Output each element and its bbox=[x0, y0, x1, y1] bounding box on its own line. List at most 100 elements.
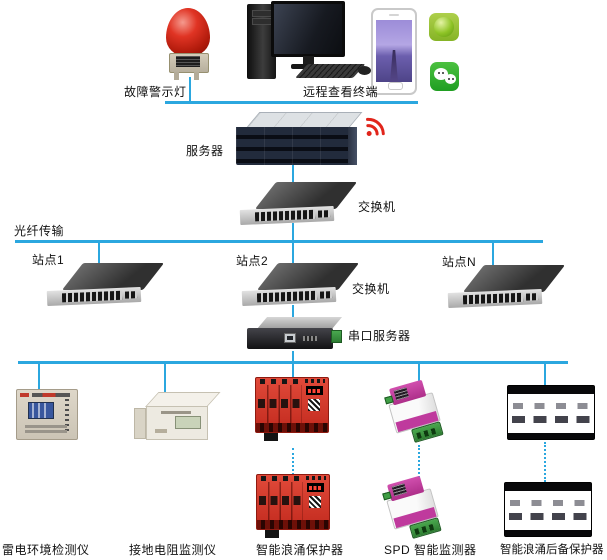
server-switch-link bbox=[292, 164, 294, 183]
site1-drop-line bbox=[98, 243, 100, 266]
ground-resistance-monitor-icon bbox=[132, 392, 221, 442]
spd-terminals bbox=[305, 379, 325, 383]
fault-light-label: 故障警示灯 bbox=[124, 85, 187, 99]
remote-terminal-label: 远程查看终端 bbox=[303, 85, 379, 99]
siteN-switch-icon bbox=[447, 265, 566, 310]
beacon-base bbox=[169, 53, 209, 73]
detector-drop-line bbox=[38, 364, 40, 390]
spd-dotted-link bbox=[292, 448, 294, 475]
switch-top-face bbox=[255, 182, 358, 209]
switch-ports bbox=[254, 209, 316, 222]
monitor-button bbox=[155, 429, 167, 433]
backup-protector-label: 智能浪涌后备保护器 bbox=[500, 544, 604, 556]
beacon-label-plate bbox=[176, 56, 200, 67]
chat-app-bubble bbox=[434, 17, 454, 37]
site2-drop-line bbox=[292, 243, 294, 265]
beacon-link-line bbox=[189, 77, 191, 102]
backup-label-row bbox=[513, 403, 593, 409]
switch-serial-link bbox=[292, 305, 294, 318]
tower-drive-bay bbox=[252, 10, 272, 17]
smartphone-icon bbox=[371, 8, 417, 95]
spd-monitor-dotted-link bbox=[418, 445, 420, 478]
switch-front-face bbox=[447, 288, 543, 309]
detector-title-strip bbox=[32, 393, 70, 397]
detector-text-line bbox=[25, 425, 67, 428]
spd-digital-display bbox=[307, 483, 324, 492]
monitor-icon bbox=[271, 1, 345, 57]
site2-switch-icon bbox=[241, 263, 360, 308]
ground-monitor-drop-line bbox=[164, 364, 166, 393]
alarm-beacon-icon bbox=[163, 8, 213, 80]
spd-base-strip bbox=[256, 423, 328, 432]
spd-digital-display bbox=[306, 386, 323, 395]
switch-top-face bbox=[62, 263, 165, 290]
wechat-eye bbox=[438, 72, 440, 74]
detector-logo bbox=[20, 393, 29, 397]
monitor-display bbox=[393, 387, 409, 401]
monitor-display bbox=[391, 483, 407, 497]
beacon-dome bbox=[166, 8, 210, 56]
monitor-screen bbox=[274, 4, 342, 54]
spd-terminals bbox=[260, 379, 302, 384]
server-label: 服务器 bbox=[186, 144, 224, 158]
server-end-cap bbox=[348, 127, 357, 165]
spd-terminals bbox=[261, 476, 303, 481]
server-top-face bbox=[246, 112, 363, 128]
backup-top-strip bbox=[505, 483, 591, 491]
surge-protector-icon-2 bbox=[256, 474, 330, 540]
server-front-face bbox=[236, 127, 354, 165]
fiber-label: 光纤传输 bbox=[14, 224, 65, 238]
chat-app-icon bbox=[429, 13, 459, 41]
tower-drive-bay bbox=[252, 18, 272, 25]
wechat-eye bbox=[442, 72, 444, 74]
detector-led-column bbox=[65, 399, 69, 431]
fiber-bus-line bbox=[15, 240, 543, 243]
wifi-icon bbox=[354, 106, 396, 148]
backup-bottom-strip bbox=[505, 530, 591, 536]
spd-smart-monitor-icon-1 bbox=[382, 376, 453, 453]
beacon-leg bbox=[194, 72, 199, 80]
surge-protector-icon-1 bbox=[255, 377, 329, 443]
wechat-bubble-small bbox=[445, 74, 456, 84]
server-icon bbox=[236, 112, 363, 167]
siteN-drop-line bbox=[492, 243, 494, 267]
switch-front-face bbox=[239, 205, 335, 226]
switch-ports bbox=[462, 292, 524, 305]
phone-home-button bbox=[388, 82, 403, 90]
switch-fiber-link bbox=[292, 223, 294, 241]
terminal-holes bbox=[416, 427, 440, 439]
beacon-leg bbox=[174, 72, 179, 80]
monitor-text-line bbox=[161, 411, 191, 414]
spd-qr-code bbox=[308, 399, 320, 411]
spd-qr-code bbox=[309, 496, 321, 508]
monitor-lcd bbox=[175, 416, 201, 429]
phone-wallpaper-pier bbox=[390, 50, 398, 82]
mouse-icon bbox=[358, 66, 371, 75]
monitor-stand bbox=[303, 56, 314, 65]
switch-uplink-ports bbox=[317, 210, 331, 218]
lightning-detector-label: 雷电环境检测仪 bbox=[2, 543, 90, 557]
keyboard-icon bbox=[295, 64, 366, 78]
monitor-top-face bbox=[145, 392, 221, 407]
switch-ports bbox=[256, 290, 318, 303]
backup-protector-icon-1 bbox=[507, 385, 595, 440]
spd-monitor-label: SPD 智能监测器 bbox=[384, 543, 477, 557]
wechat-eye bbox=[448, 78, 450, 80]
switch-ports bbox=[61, 290, 123, 303]
backup-top-strip bbox=[508, 386, 594, 394]
backup-label-row bbox=[510, 500, 590, 506]
phone-screen bbox=[376, 20, 412, 82]
switch-uplink-ports bbox=[319, 291, 333, 299]
site1-label: 站点1 bbox=[32, 253, 65, 267]
backup-drop-line bbox=[544, 364, 546, 386]
backup-dotted-link bbox=[544, 442, 546, 482]
serial-front-face bbox=[247, 328, 333, 349]
switch-top-face bbox=[463, 265, 566, 292]
monitor-front-face bbox=[146, 406, 208, 440]
top-bus-line bbox=[165, 101, 418, 104]
spd-din-clip bbox=[264, 433, 278, 441]
spd-terminals bbox=[306, 476, 326, 480]
monitor-side-face bbox=[134, 408, 146, 439]
spd-status-windows bbox=[258, 399, 302, 408]
